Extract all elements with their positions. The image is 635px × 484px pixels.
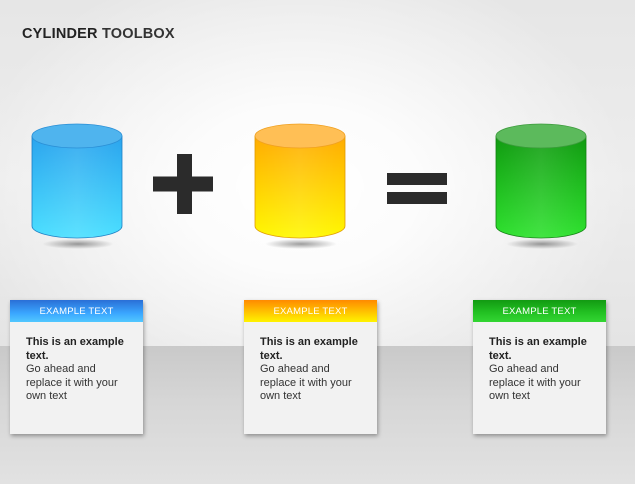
card-bold-text: This is an example text. [489, 336, 587, 362]
plus-icon [150, 146, 220, 222]
cylinder-green-shape [495, 123, 587, 249]
slide-title: CYLINDER TOOLBOX [22, 26, 175, 42]
title-part-2: TOOLBOX [101, 26, 175, 42]
text-card-green: EXAMPLE TEXT This is an example text. Go… [473, 300, 606, 434]
text-card-yellow: EXAMPLE TEXT This is an example text. Go… [244, 300, 377, 434]
card-bold-text: This is an example text. [26, 336, 124, 362]
cylinder-blue-shape [31, 123, 123, 249]
text-card-blue: EXAMPLE TEXT This is an example text. Go… [10, 300, 143, 434]
card-body: This is an example text. Go ahead and re… [473, 322, 606, 404]
cylinder-blue [22, 118, 126, 258]
card-text: Go ahead and replace it with your own te… [26, 363, 118, 402]
equals-icon [383, 146, 453, 222]
card-header: EXAMPLE TEXT [10, 300, 143, 322]
card-header: EXAMPLE TEXT [244, 300, 377, 322]
card-header: EXAMPLE TEXT [473, 300, 606, 322]
cylinder-yellow [245, 118, 349, 258]
card-text: Go ahead and replace it with your own te… [260, 363, 352, 402]
card-text: Go ahead and replace it with your own te… [489, 363, 581, 402]
title-part-1: CYLINDER [22, 26, 98, 42]
cylinder-green [486, 118, 590, 258]
card-body: This is an example text. Go ahead and re… [10, 322, 143, 404]
cylinder-yellow-shape [254, 123, 346, 249]
card-body: This is an example text. Go ahead and re… [244, 322, 377, 404]
card-bold-text: This is an example text. [260, 336, 358, 362]
